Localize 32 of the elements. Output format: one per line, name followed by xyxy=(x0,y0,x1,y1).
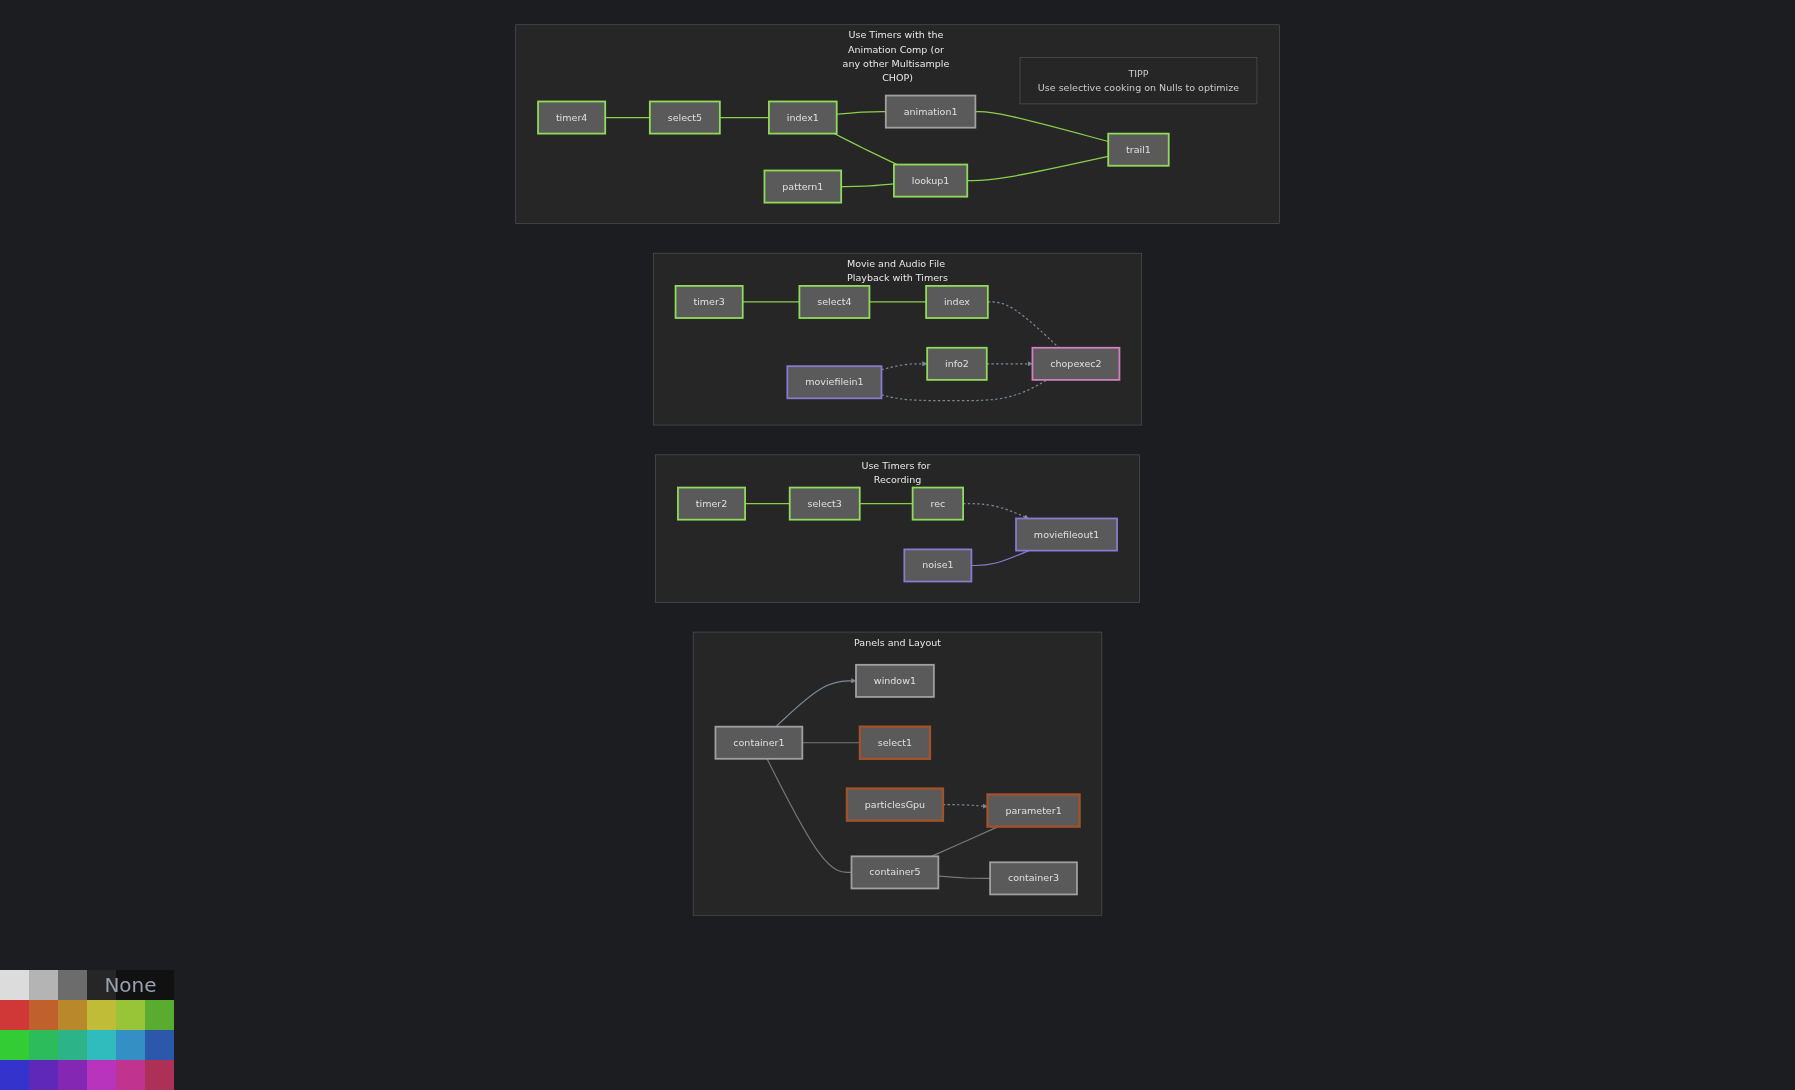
arrow xyxy=(986,361,1033,367)
node-box: select3 xyxy=(788,486,861,521)
node-box: pattern1 xyxy=(763,169,843,204)
node-box: particlesGpu xyxy=(845,787,945,822)
node-box: window1 xyxy=(855,663,935,698)
node-box: animation1 xyxy=(884,94,977,129)
node-box: parameter1 xyxy=(986,793,1081,828)
node-box: timer2 xyxy=(677,486,746,521)
node-box: select1 xyxy=(858,725,932,760)
node-box: container5 xyxy=(850,855,940,890)
node-box: select4 xyxy=(798,285,871,319)
node-box: moviefileout1 xyxy=(1015,517,1118,552)
node-box: select5 xyxy=(648,100,721,135)
node-box: timer3 xyxy=(674,285,744,319)
palette-label: None xyxy=(104,973,157,997)
node-box: lookup1 xyxy=(893,163,969,198)
node-box: info2 xyxy=(926,346,988,381)
connector xyxy=(742,301,800,303)
node-box: moviefilein1 xyxy=(786,365,883,400)
node-box: timer4 xyxy=(537,100,607,135)
arrow xyxy=(775,678,857,728)
connector xyxy=(987,301,1060,349)
node-box: TIPP Use selective cooking on Nulls to optimize xyxy=(1019,57,1258,105)
node-box: index xyxy=(925,285,989,319)
node-box: index1 xyxy=(768,100,838,135)
node-box: rec xyxy=(911,486,964,521)
node-box: chopexec2 xyxy=(1031,346,1121,381)
arrow xyxy=(942,803,988,809)
node-box: container3 xyxy=(989,861,1078,896)
node-box: trail1 xyxy=(1107,132,1170,167)
node-box: container1 xyxy=(714,725,804,760)
node-box: noise1 xyxy=(903,548,973,583)
